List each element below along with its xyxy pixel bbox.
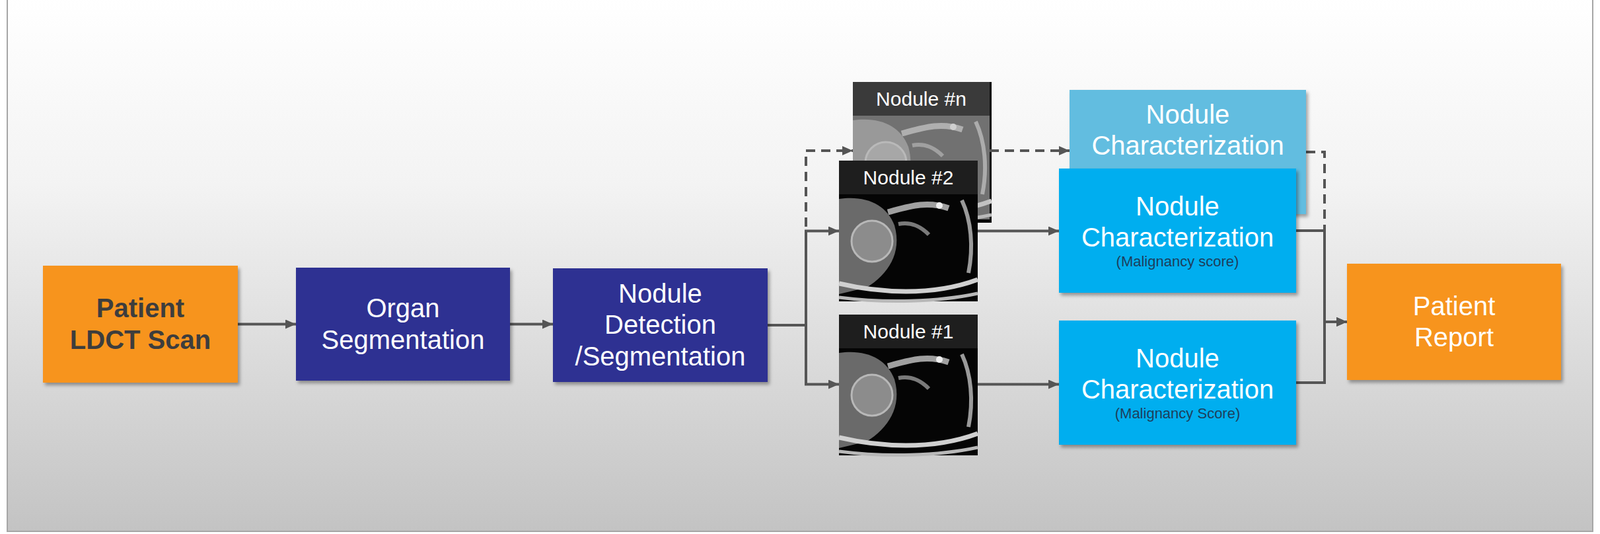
node-content: Patient LDCT Scan xyxy=(49,292,232,355)
connector-arrow xyxy=(767,325,839,385)
connector-arrow xyxy=(977,383,1059,386)
connector-arrow xyxy=(1296,321,1347,383)
node-content: Nodule #2 xyxy=(838,160,978,195)
process-box: Nodule Detection /Segmentation xyxy=(552,268,768,382)
node-content: Nodule #n xyxy=(852,81,990,116)
connector-arrow xyxy=(1296,230,1347,322)
box-label: Nodule Characterization xyxy=(1065,190,1290,254)
characterization-box: Nodule Characterization(Malignancy score… xyxy=(1058,168,1297,293)
node-content: Nodule Characterization xyxy=(1076,99,1300,162)
box-label: Nodule Detection /Segmentation xyxy=(568,278,754,372)
node-content: Nodule Characterization(Malignancy score… xyxy=(1065,190,1290,271)
connector-arrow xyxy=(977,229,1059,233)
nodule-image: Nodule #n xyxy=(852,81,990,220)
node-content: Nodule Characterization(Malignancy Score… xyxy=(1065,342,1290,423)
process-box: Organ Segmentation xyxy=(295,267,510,381)
box-label: Patient LDCT Scan xyxy=(61,292,220,355)
characterization-box: Nodule Characterization(Malignancy Score… xyxy=(1058,320,1297,445)
score-note: (Malignancy score) xyxy=(1116,253,1240,271)
ct-crop-1 xyxy=(838,314,978,456)
dashed-connector xyxy=(1306,151,1347,322)
box-label: Nodule Characterization xyxy=(1065,342,1290,405)
nodule-label: Nodule #1 xyxy=(838,314,978,349)
nodule-label: Nodule #n xyxy=(852,81,990,116)
box-label: Patient Report xyxy=(1387,290,1521,353)
dashed-connector xyxy=(989,149,1070,152)
nodule-image: Nodule #2 xyxy=(838,160,978,302)
connector-arrow xyxy=(509,323,553,326)
connector-arrow xyxy=(237,323,296,326)
box-label: Nodule Characterization xyxy=(1076,99,1300,162)
node-content: Nodule Detection /Segmentation xyxy=(559,278,762,372)
score-note: (Malignancy Score) xyxy=(1115,404,1241,423)
box-label: Organ Segmentation xyxy=(310,292,496,355)
ct-crop-2 xyxy=(838,160,978,302)
connector-arrow xyxy=(767,231,839,326)
panel-ground xyxy=(7,0,1593,532)
input-box: Patient LDCT Scan xyxy=(42,265,238,383)
node-content: Nodule #1 xyxy=(838,314,978,349)
nodule-image: Nodule #1 xyxy=(838,314,978,454)
output-box: Patient Report xyxy=(1346,263,1562,380)
nodule-label: Nodule #2 xyxy=(838,160,978,195)
node-content: Organ Segmentation xyxy=(302,292,504,355)
node-content: Patient Report xyxy=(1353,290,1555,353)
